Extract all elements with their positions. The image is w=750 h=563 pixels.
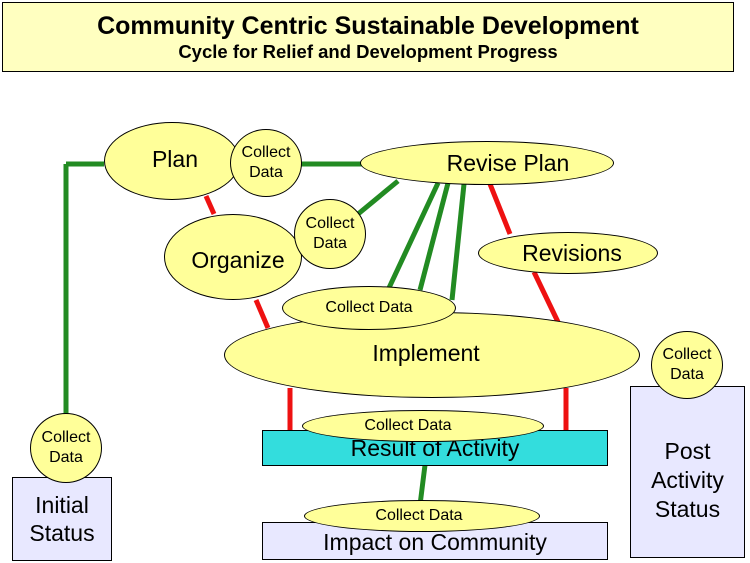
plan-label: Plan bbox=[151, 145, 199, 172]
revise-plan-label: Revise Plan bbox=[446, 149, 570, 176]
connector-revise-to-implement-2 bbox=[417, 182, 451, 291]
diagram-subtitle: Cycle for Relief and Development Progres… bbox=[178, 41, 558, 62]
connector-revise-to-collect bbox=[350, 179, 400, 221]
collect-data-post-label: Collect Data bbox=[662, 346, 712, 383]
connector-result-to-impact bbox=[417, 464, 428, 506]
connector-revise-to-revisions bbox=[487, 183, 513, 235]
collect-data-initial: Collect Data bbox=[30, 413, 102, 483]
collect-data-impact-label: Collect Data bbox=[375, 507, 463, 524]
connector-revise-to-implement-1 bbox=[385, 181, 441, 292]
title-box: Community Centric Sustainable Developmen… bbox=[2, 2, 734, 72]
impact-on-community-label: Impact on Community bbox=[323, 529, 547, 555]
revisions-label: Revisions bbox=[522, 239, 622, 266]
collect-data-plan-label: Collect Data bbox=[241, 144, 291, 181]
connector-plan-to-organize bbox=[203, 194, 217, 216]
plan-node: Plan bbox=[104, 122, 240, 200]
organize-label: Organize bbox=[191, 246, 285, 273]
collect-data-result: Collect Data bbox=[302, 410, 544, 442]
collect-data-organize: Collect Data bbox=[294, 199, 366, 269]
implement-node: Implement bbox=[224, 312, 640, 398]
collect-data-implement: Collect Data bbox=[282, 286, 456, 330]
collect-data-plan: Collect Data bbox=[230, 129, 302, 197]
implement-label: Implement bbox=[372, 339, 480, 366]
collect-data-initial-label: Collect Data bbox=[41, 429, 91, 466]
connector-revise-to-implement-3 bbox=[449, 183, 467, 301]
result-of-activity-box: Result of Activity bbox=[262, 430, 608, 466]
post-activity-status-label: Post Activity Status bbox=[651, 437, 724, 522]
diagram-title: Community Centric Sustainable Developmen… bbox=[97, 12, 639, 40]
collect-data-result-label: Collect Data bbox=[364, 417, 452, 434]
connector-revisions-to-implement bbox=[531, 270, 561, 324]
collect-data-implement-label: Collect Data bbox=[325, 299, 413, 316]
collect-data-post: Collect Data bbox=[651, 331, 723, 399]
initial-status-box: Initial Status bbox=[12, 477, 112, 561]
revisions-node: Revisions bbox=[478, 232, 658, 274]
collect-data-impact: Collect Data bbox=[304, 500, 540, 532]
organize-node: Organize bbox=[164, 214, 302, 300]
connector-organize-to-implement bbox=[253, 299, 271, 329]
post-activity-status-box: Post Activity Status bbox=[630, 386, 745, 558]
collect-data-organize-label: Collect Data bbox=[305, 215, 355, 252]
initial-status-label: Initial Status bbox=[29, 492, 95, 546]
revise-plan-node: Revise Plan bbox=[360, 141, 614, 185]
